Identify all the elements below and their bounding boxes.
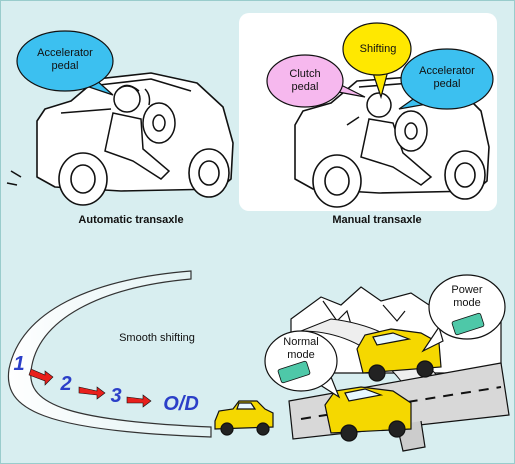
arrow-3-to-od xyxy=(126,394,152,408)
manual-driver-icon xyxy=(346,92,433,186)
automatic-accelerator-bubble xyxy=(16,30,114,96)
manual-clutch-bubble xyxy=(266,54,366,108)
normal-mode-switch-icon xyxy=(277,360,311,384)
arrow-2-to-3 xyxy=(78,386,106,400)
automatic-driver-icon xyxy=(104,84,176,180)
manual-clutch-label: Clutch pedal xyxy=(289,68,321,93)
manual-accelerator-label: Accelerator pedal xyxy=(419,65,475,90)
gear-3: 3 xyxy=(110,385,122,407)
manual-accelerator-bubble xyxy=(398,48,494,110)
power-mode-bubble xyxy=(421,274,506,353)
power-mode-switch-icon xyxy=(451,312,485,336)
gear-2: 2 xyxy=(60,373,72,395)
power-mode-label: Power mode xyxy=(451,284,483,309)
manual-shifting-label: Shifting xyxy=(359,43,397,55)
manual-caption: Manual transaxle xyxy=(332,214,422,226)
normal-car-icon xyxy=(324,386,412,442)
automatic-accelerator-label: Accelerator pedal xyxy=(37,47,93,72)
arrow-1-to-2 xyxy=(28,368,54,386)
sedan-car-icon xyxy=(214,400,274,436)
manual-shifting-bubble xyxy=(342,22,412,100)
normal-mode-bubble xyxy=(264,330,341,399)
gear-od: O/D xyxy=(163,393,199,415)
smooth-shifting-label: Smooth shifting xyxy=(119,332,195,344)
power-car-icon xyxy=(356,328,442,382)
automatic-caption: Automatic transaxle xyxy=(78,214,184,226)
gear-1: 1 xyxy=(13,353,25,375)
normal-mode-label: Normal mode xyxy=(283,336,319,361)
gear-arrows xyxy=(28,368,152,408)
